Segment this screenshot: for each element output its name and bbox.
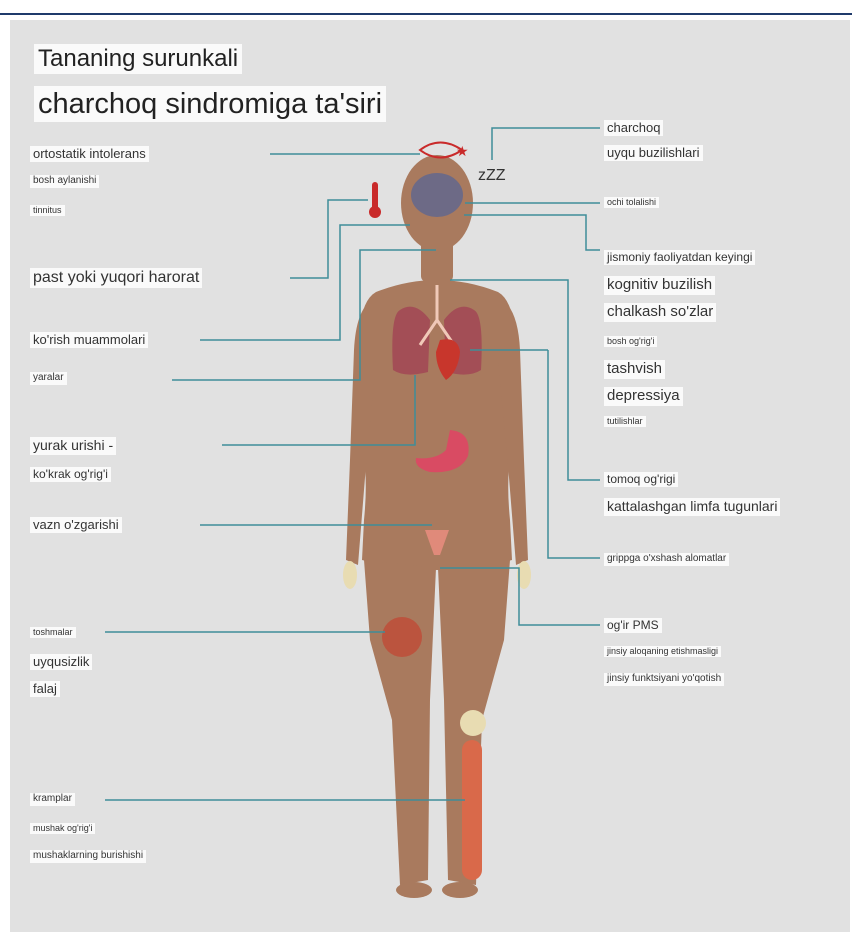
star-icon: ★ [456,144,469,160]
label-falaj: falaj [30,681,60,697]
label-uyqu-buzilishlari: uyqu buzilishlari [604,145,703,161]
left-foot [396,882,432,898]
rash-icon [382,617,422,657]
label-kattalashgan-limfa-tugunlari: kattalashgan limfa tugunlari [604,498,780,516]
connector-grippga [548,350,600,558]
knee-icon [460,710,486,736]
label-mushaklarning-burishishi: mushaklarning burishishi [30,850,146,863]
label-grippga-oxshash-alomatlar: grippga o'xshash alomatlar [604,553,729,566]
connector-harorat [290,200,368,278]
label-kognitiv-buzilish: kognitiv buzilish [604,276,715,295]
label-ogir-pms: og'ir PMS [604,618,662,633]
label-vazn-ozgarishi: vazn o'zgarishi [30,517,122,533]
label-kokrak-ogrigi: ko'krak og'rig'i [30,467,111,482]
label-yurak-urishi: yurak urishi - [30,437,116,455]
label-tomoq-ogrigi: tomoq og'rigi [604,472,678,487]
label-kramplar: kramplar [30,793,75,806]
label-jismoniy-faoliyatdan-keyingi: jismoniy faoliyatdan keyingi [604,250,755,265]
right-foot [442,882,478,898]
label-bosh-aylanishi: bosh aylanishi [30,175,99,188]
connector-charchoq [492,128,600,160]
torso [360,280,514,570]
label-yaralar: yaralar [30,372,67,385]
label-depressiya: depressiya [604,387,683,406]
label-bosh-ogrigi: bosh og'rig'i [604,336,657,347]
brain-icon [411,173,463,217]
calf-muscle-icon [462,740,482,880]
label-charchoq: charchoq [604,120,663,136]
label-mushak-ogrigi: mushak og'rig'i [30,823,95,834]
label-chalkash-sozlar: chalkash so'zlar [604,303,716,322]
label-tutilishlar: tutilishlar [604,416,646,427]
sleep-zzz-icon: zZZ [478,167,506,184]
neck [421,240,453,282]
label-tashvish: tashvish [604,360,665,379]
human-body-silhouette [343,155,531,898]
left-leg [364,560,436,885]
label-korish-muammolari: ko'rish muammolari [30,332,148,348]
label-ochi-tolalishi: ochi tolalishi [604,197,659,208]
label-tinnitus: tinnitus [30,205,65,216]
label-toshmalar: toshmalar [30,627,76,638]
label-jinsiy-aloqaning-etishmasligi: jinsiy aloqaning etishmasligi [604,646,721,657]
thermometer-icon [369,182,381,218]
label-jinsiy-funktsiyani-yoqotish: jinsiy funktsiyani yo'qotish [604,673,724,686]
label-past-yoki-yuqori-harorat: past yoki yuqori harorat [30,268,202,288]
label-uyqusizlik: uyqusizlik [30,654,92,670]
diagram-title-line1: Tananing surunkali [34,44,242,74]
diagram-title-line2: charchoq sindromiga ta'siri [34,86,386,122]
connector-jismoniy [464,215,600,250]
left-hand [343,561,357,589]
label-ortostatik-intolerans: ortostatik intolerans [30,146,149,162]
